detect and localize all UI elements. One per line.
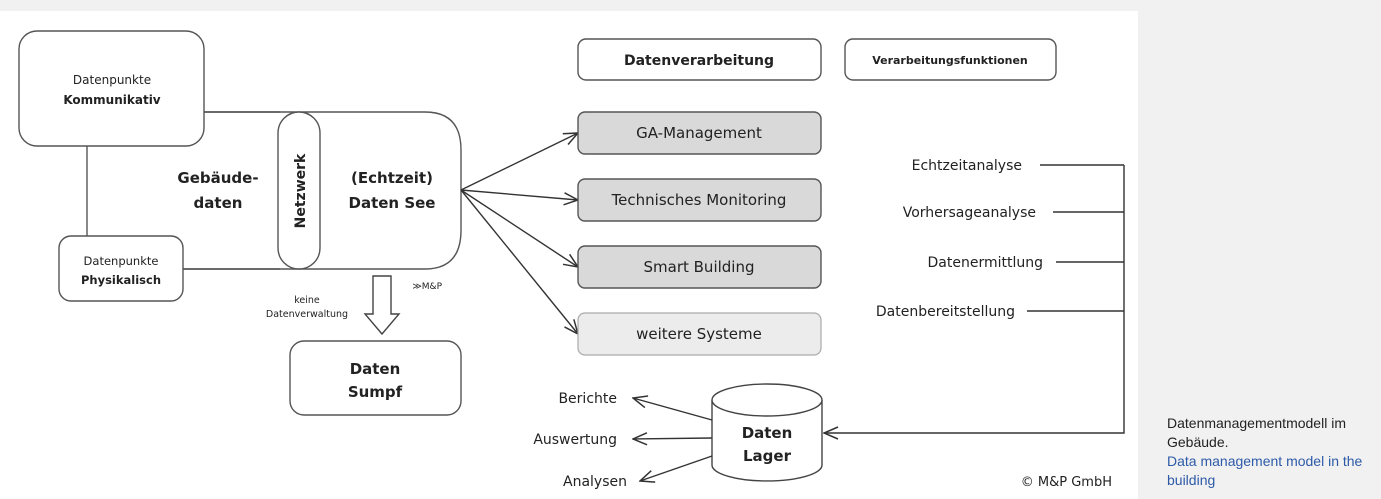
arrow-to-smart-building [460,189,578,267]
output-analysen: Analysen [563,474,627,490]
arrow-to-ga-management [460,133,578,191]
function-datenbereitstellung: Datenbereitstellung [876,304,1015,320]
function-vorhersageanalyse: Vorhersageanalyse [903,205,1036,221]
arrow-to-auswertung [633,438,713,439]
smart-building-label: Smart Building [644,258,755,276]
daten-lager-cylinder [711,400,823,482]
arrow-to-berichte [633,398,713,421]
daten-sumpf-line1: Daten [350,360,401,378]
arrow-to-daten-lager [824,165,1125,433]
hollow-down-arrow-icon [363,275,401,336]
datenpunkte-physikalisch-box [58,235,184,302]
daten-see-container [183,111,462,270]
smart-building-box [577,245,822,289]
caption-english: Data management model in the building [1167,453,1363,488]
daten-see-line2: Daten See [349,194,436,212]
function-datenermittlung: Datenermittlung [928,255,1044,271]
figure-caption: Datenmanagementmodell im Gebäude. Data m… [1167,414,1373,490]
datenpunkte-physikalisch-line2: Physikalisch [81,273,161,287]
verarbeitungsfunktionen-label: Verarbeitungsfunktionen [872,54,1028,67]
daten-lager-cylinder-top [711,383,823,417]
netzwerk-label: Netzwerk [293,153,309,228]
technisches-monitoring-box [577,178,822,222]
verarbeitungsfunktionen-box [844,38,1057,81]
output-auswertung: Auswertung [533,432,617,448]
arrow-to-analysen [640,455,713,481]
copyright-notice: © M&P GmbH [1021,475,1112,490]
arrow-to-technisches-monitoring [460,189,578,200]
netzwerk-capsule [277,111,321,270]
daten-sumpf-line2: Sumpf [348,383,403,401]
daten-lager-line1: Daten [742,424,793,442]
daten-lager-line2: Lager [743,447,792,465]
datenpunkte-physikalisch-line1: Datenpunkte [84,254,159,268]
mp-small-logo: ≫M&P [412,282,442,292]
daten-see-line1: (Echtzeit) [351,169,433,187]
datenpunkte-kommunikativ-box [18,30,205,147]
daten-sumpf-box [289,340,462,416]
ga-management-label: GA-Management [636,124,762,142]
output-berichte: Berichte [558,391,617,407]
arrow-to-weitere-systeme [460,189,578,334]
function-echtzeitanalyse: Echtzeitanalyse [912,158,1022,174]
datenpunkte-kommunikativ-line2: Kommunikativ [63,93,160,107]
datenverarbeitung-box [577,38,822,81]
data-management-diagram: Datenpunkte Kommunikativ Datenpunkte Phy… [18,30,1125,490]
keine-datenverwaltung-line2: Datenverwaltung [266,309,348,320]
datenverarbeitung-label: Datenverarbeitung [624,53,774,69]
caption-german: Datenmanagementmodell im Gebäude. [1167,415,1346,450]
technisches-monitoring-label: Technisches Monitoring [611,191,787,209]
weitere-systeme-box [577,312,822,356]
ga-management-box [577,111,822,155]
datenpunkte-kommunikativ-line1: Datenpunkte [73,73,151,87]
keine-datenverwaltung-line1: keine [294,295,320,306]
weitere-systeme-label: weitere Systeme [636,325,762,343]
gebaeudedaten-line1: Gebäude- [177,169,258,187]
gebaeudedaten-line2: daten [194,194,243,212]
